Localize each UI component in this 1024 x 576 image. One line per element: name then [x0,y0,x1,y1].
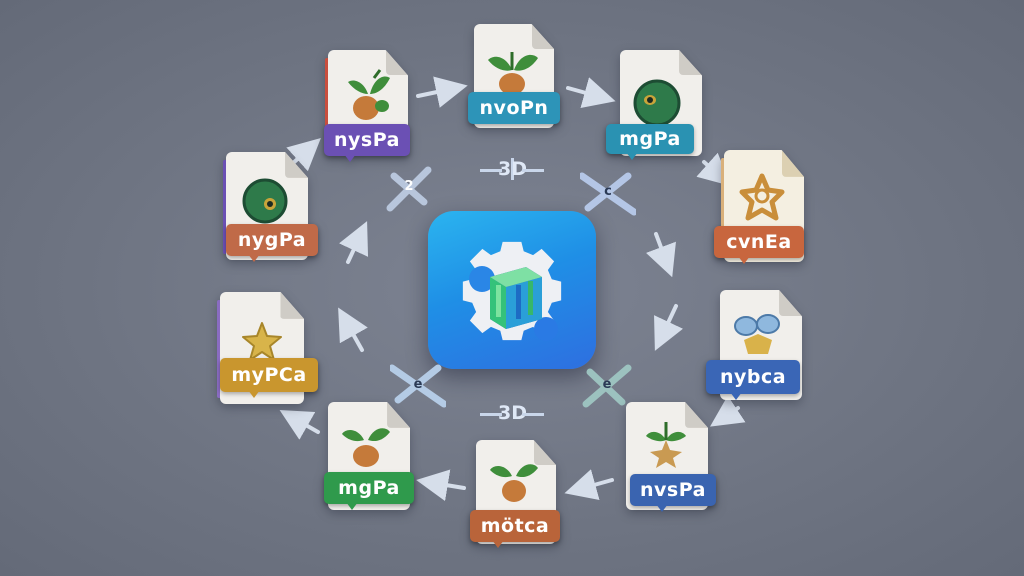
file-mgpa-1[interactable]: mgPa [606,50,702,160]
sprout-acorn-icon [488,52,538,95]
file-nvopn[interactable]: nvoPn [468,24,560,128]
file-label: nybca [706,360,800,394]
sprout-acorn-icon [348,69,390,120]
file-cvnea[interactable]: cvnEa [714,150,804,264]
file-label: myPCa [220,358,318,392]
cycle-arrow [416,76,468,108]
cycle-arrow [645,232,676,278]
file-nybca[interactable]: nybca [706,290,802,400]
connector-node-lower-left: e [388,362,448,408]
connector-glyph: c [604,184,612,199]
blue-petals-icon [734,314,780,354]
cycle-arrow [286,137,321,172]
connector-node-lower-right: e [582,364,632,408]
cycle-arrow [338,307,368,352]
dimension-tag-text: 3D [498,158,527,180]
cycle-arrow [566,77,616,109]
green-ball-icon [242,178,288,224]
cycle-arrow [564,469,614,501]
connector-glyph: 2 [404,179,414,194]
cycle-arrow [710,395,746,427]
file-label: mgPa [606,124,694,154]
file-nyspa[interactable]: nysPa [324,50,410,162]
gold-star-icon [242,322,282,361]
dimension-tag-text: 3D [498,402,527,424]
file-label: nygPa [226,224,318,256]
dimension-tag-bottom: 3D [480,402,544,426]
connector-node-upper-right: c [578,170,638,216]
cycle-arrow [696,152,731,186]
file-label: nvsPa [630,474,716,506]
green-ball-icon [633,79,681,127]
cycle-arrow [339,221,369,264]
file-mgpa-2[interactable]: mgPa [324,402,414,510]
file-label: mötca [470,510,560,542]
cycle-arrow [416,469,466,502]
file-label: nysPa [324,124,410,156]
connector-glyph: e [602,377,612,392]
file-nygpa[interactable]: nygPa [223,152,318,262]
file-mypca[interactable]: myPCa [217,292,318,404]
connector-glyph: e [413,377,423,392]
file-motca[interactable]: mötca [470,440,560,548]
file-label: mgPa [324,472,414,504]
star-outline-icon [739,173,785,221]
file-label: cvnEa [714,226,804,258]
file-label: nvoPn [468,92,560,124]
cycle-arrow [654,304,683,351]
sprout-star-icon [646,422,686,468]
center-app-icon[interactable] [428,211,596,369]
dimension-tag-top: 3D [480,158,544,182]
cycle-arrow [279,410,320,440]
file-nvspa[interactable]: nvsPa [626,402,716,512]
connector-node-upper-left: 2 [386,166,432,212]
sprout-acorn-icon [342,428,390,467]
gear-cube-icon [462,241,562,341]
sprout-acorn-icon [490,464,538,502]
